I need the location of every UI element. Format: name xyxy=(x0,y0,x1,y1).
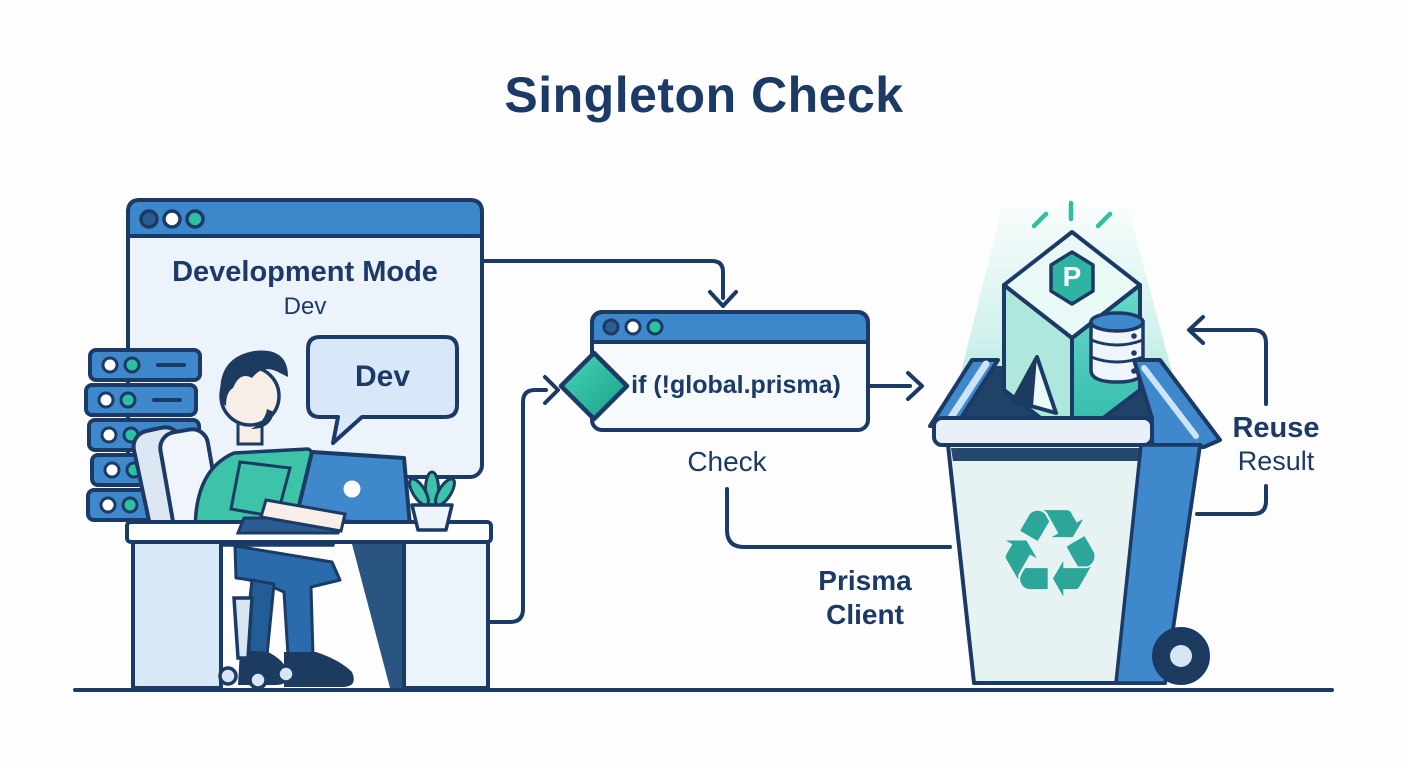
desk xyxy=(125,520,493,690)
decision-diamond-icon xyxy=(558,350,630,422)
bin-body-shadow-band xyxy=(951,448,1143,461)
page-title: Singleton Check xyxy=(504,67,904,123)
reuse-label: Reuse Result xyxy=(1206,412,1346,478)
reuse-label-line2: Result xyxy=(1237,446,1315,476)
recycle-icon: ♻ xyxy=(995,486,1105,622)
arrowhead-right-icon xyxy=(906,371,924,401)
p-badge-hexagon xyxy=(1049,250,1095,306)
shoe xyxy=(284,652,354,687)
server-unit xyxy=(84,383,198,417)
check-window-caption: Check xyxy=(687,446,767,477)
arrow-dev-to-check xyxy=(480,259,725,300)
office-chair-base xyxy=(218,596,296,690)
reuse-label-line1: Reuse xyxy=(1232,412,1320,444)
sparkle-icon xyxy=(1031,200,1113,229)
bin-wheel-hub xyxy=(1170,645,1192,667)
bin-lid-left-highlight xyxy=(944,360,990,426)
cube-badge-letter: P xyxy=(1062,261,1082,292)
bin-label-line2: Client xyxy=(826,599,904,630)
arrowhead-down-icon xyxy=(708,290,738,308)
window-dot-icon xyxy=(624,318,642,336)
database-icon xyxy=(1089,311,1145,384)
arrowhead-right-icon xyxy=(543,375,560,405)
check-browser-window xyxy=(558,310,870,432)
check-window-code: if (!global.prisma) xyxy=(631,371,841,399)
arrow-bin-to-cube-lower xyxy=(1195,484,1268,516)
window-titlebar xyxy=(126,198,484,238)
window-dot-icon xyxy=(139,209,159,229)
prisma-logo-fill xyxy=(1013,357,1037,406)
laptop-logo-icon xyxy=(343,480,361,498)
window-dot-icon xyxy=(602,318,620,336)
laptop-icon xyxy=(294,450,412,528)
recycle-bin xyxy=(928,358,1222,685)
beard xyxy=(251,409,274,429)
window-titlebar xyxy=(590,310,870,344)
server-unit xyxy=(88,348,202,382)
window-dot-icon xyxy=(185,209,205,229)
dev-window-heading: Development Mode xyxy=(172,256,438,288)
window-dot-icon xyxy=(646,318,664,336)
desk-leg-left xyxy=(131,540,223,690)
bin-label: Prisma Client xyxy=(790,564,940,632)
arrow-bin-to-cube-upper xyxy=(1188,328,1268,406)
window-dot-icon xyxy=(162,209,182,229)
hair xyxy=(220,350,288,406)
bin-label-line1: Prisma xyxy=(818,565,912,596)
forearm xyxy=(259,498,347,533)
desk-leg-right xyxy=(402,540,490,690)
speech-bubble-text: Dev xyxy=(354,360,411,393)
connector-check-to-bin xyxy=(725,487,952,549)
arrow-desk-to-diamond xyxy=(486,388,548,624)
bin-rim xyxy=(932,416,1154,447)
arrowhead-left-icon xyxy=(1187,315,1205,345)
dev-window-subheading: Dev xyxy=(283,293,327,320)
speech-bubble xyxy=(306,335,459,445)
bin-lid-right-highlight xyxy=(1141,365,1199,439)
bin-side-panel xyxy=(1114,443,1203,685)
plant-icon xyxy=(408,470,456,532)
